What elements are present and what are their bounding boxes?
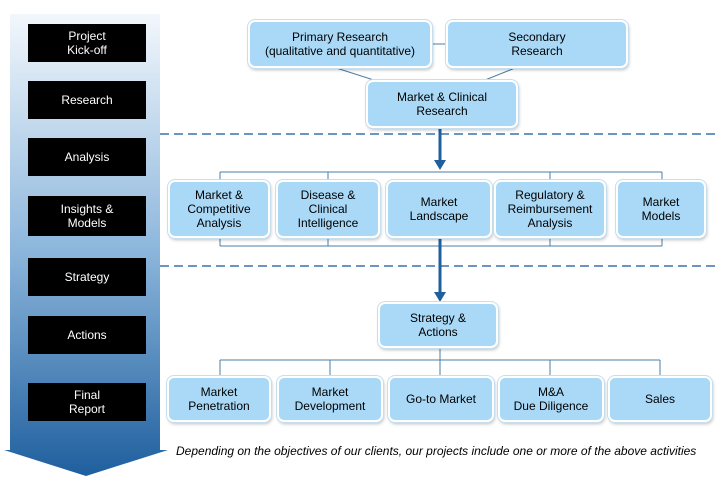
stage-actions: Actions	[28, 316, 146, 354]
down-arrow-1-head	[434, 160, 446, 170]
stage-insights-models: Insights & Models	[28, 196, 146, 236]
footnote: Depending on the objectives of our clien…	[176, 444, 697, 458]
box-sales: Sales	[608, 376, 712, 422]
box-market-clinical-research: Market & Clinical Research	[366, 80, 518, 128]
box-regulatory-reimbursement-analysis: Regulatory & Reimbursement Analysis	[494, 180, 606, 238]
box-market-penetration: Market Penetration	[167, 376, 271, 422]
box-market-landscape: Market Landscape	[386, 180, 492, 238]
connector-secondary-combined	[479, 65, 521, 83]
box-primary-research: Primary Research (qualitative and quanti…	[248, 20, 432, 68]
box-go-to-market: Go-to Market	[388, 376, 494, 422]
box-strategy-actions: Strategy & Actions	[378, 302, 498, 348]
box-market-development: Market Development	[277, 376, 383, 422]
stage-research: Research	[28, 81, 146, 119]
stage-project-kickoff: Project Kick-off	[28, 24, 146, 62]
box-market-competitive-analysis: Market & Competitive Analysis	[168, 180, 270, 238]
box-disease-clinical-intelligence: Disease & Clinical Intelligence	[276, 180, 380, 238]
timeline-arrow	[4, 14, 168, 476]
box-market-models: Market Models	[616, 180, 706, 238]
stage-final-report: Final Report	[28, 383, 146, 421]
box-secondary-research: Secondary Research	[446, 20, 628, 68]
down-arrow-2-head	[434, 292, 446, 302]
stage-analysis: Analysis	[28, 138, 146, 176]
stage-strategy: Strategy	[28, 258, 146, 296]
box-ma-due-diligence: M&A Due Diligence	[498, 376, 604, 422]
connector-primary-combined	[329, 65, 381, 83]
